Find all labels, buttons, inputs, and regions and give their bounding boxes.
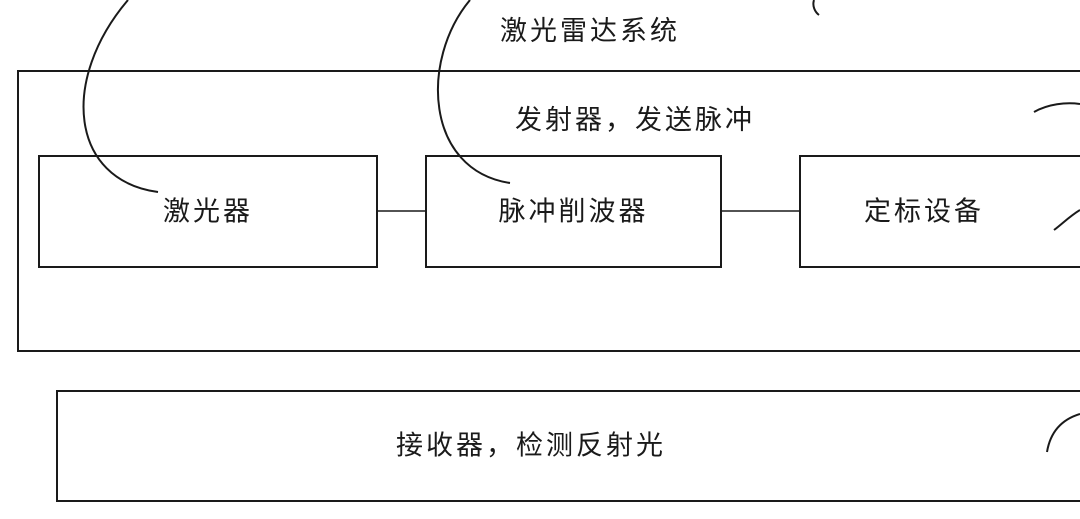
calibration-device-box: 定标设备 [799,155,1080,268]
transmitter-label: 发射器，发送脉冲 [515,105,755,136]
pulse-chopper-label: 脉冲削波器 [498,196,649,227]
pulse-chopper-box: 脉冲削波器 [425,155,722,268]
leader-line-receiver [1046,413,1080,453]
leader-line-title [812,0,820,16]
leader-line-chopper [436,0,511,184]
leader-line-transmitter [1033,102,1080,113]
calibration-device-label: 定标设备 [864,196,984,227]
transmitter-frame [17,70,1080,352]
leader-line-laser [82,0,159,193]
system-title: 激光雷达系统 [500,16,680,47]
laser-box: 激光器 [38,155,378,268]
receiver-frame: 接收器，检测反射光 [56,390,1080,502]
laser-label: 激光器 [163,196,253,227]
receiver-label: 接收器，检测反射光 [396,430,666,462]
leader-line-calibration [1053,209,1080,231]
